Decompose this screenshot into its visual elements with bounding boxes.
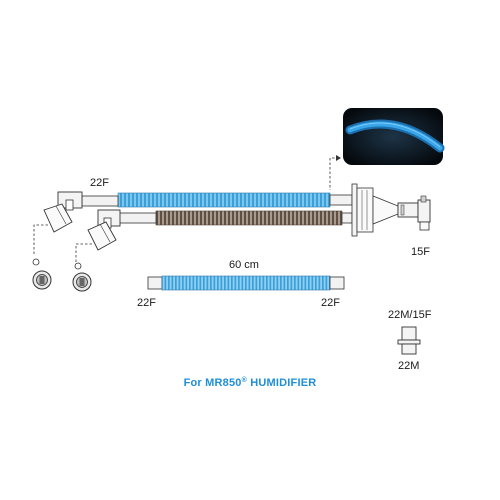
extension-right-label: 22F <box>321 297 340 309</box>
upper-port-label: 22F <box>90 177 109 189</box>
extension-left-label: 22F <box>137 297 156 309</box>
adapter-icon <box>397 326 421 355</box>
probe-leader-line <box>75 243 92 262</box>
adapter-bottom-label: 22M <box>398 360 420 372</box>
extension-tube <box>147 275 345 291</box>
adapter-top-label: 22M/15F <box>388 309 432 321</box>
elbow-connector-icon <box>43 191 83 233</box>
temperature-probe-icon <box>32 258 52 290</box>
caption-suffix: HUMIDIFIER <box>246 377 317 389</box>
tube-closeup-inset <box>343 108 445 165</box>
expiratory-tube <box>117 210 353 226</box>
probe-leader-line <box>33 224 48 256</box>
registered-mark: ® <box>241 377 247 384</box>
inspiratory-tube <box>81 192 353 208</box>
tube-length-label: 60 cm <box>229 259 259 271</box>
patient-port-label: 15F <box>411 246 430 258</box>
heater-plug-icon <box>72 262 92 292</box>
product-caption: For MR850® HUMIDIFIER <box>0 377 500 389</box>
inset-leader-arrow <box>336 155 341 161</box>
inset-leader-line <box>329 157 339 190</box>
elbow-connector-icon <box>87 209 121 251</box>
wye-piece-icon <box>351 183 431 237</box>
caption-prefix: For MR850 <box>183 377 242 389</box>
